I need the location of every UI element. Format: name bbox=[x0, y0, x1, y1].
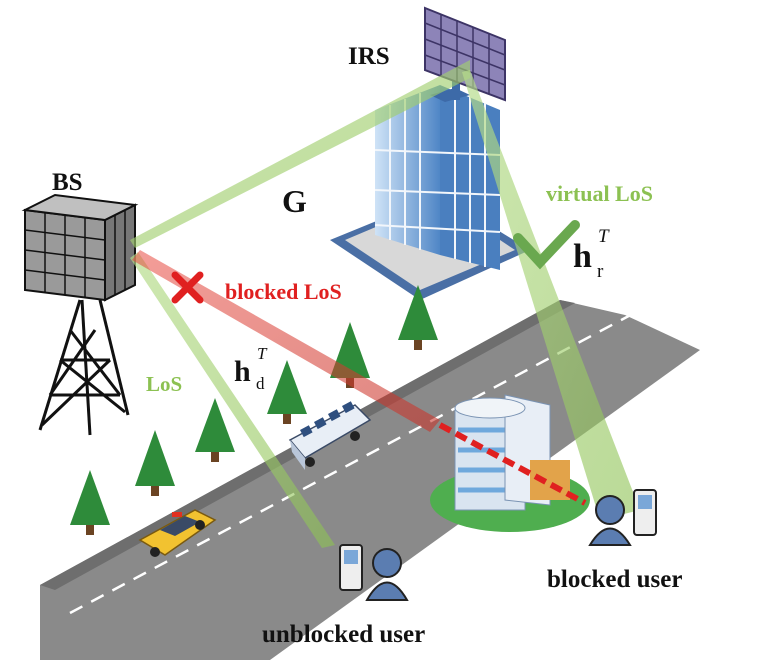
user-with-phone-icon bbox=[588, 489, 657, 546]
h-r-sup: T bbox=[598, 226, 609, 247]
unblocked-user-label: unblocked user bbox=[262, 621, 426, 648]
g-channel-label: G bbox=[282, 183, 307, 219]
h-r-base: h bbox=[573, 238, 592, 275]
h-d-sup: T bbox=[257, 344, 267, 363]
tree-icon bbox=[135, 430, 175, 496]
tree-icon bbox=[195, 398, 235, 462]
bus-icon bbox=[288, 401, 372, 470]
check-mark-icon bbox=[513, 220, 580, 270]
beam-g bbox=[130, 60, 470, 248]
blocked-los-label: blocked LoS bbox=[225, 279, 342, 304]
taxi-icon bbox=[138, 509, 217, 557]
tree-icon bbox=[70, 470, 110, 535]
beam-virtual-los bbox=[462, 70, 640, 520]
beam-blocked-los bbox=[132, 250, 587, 506]
base-station-tower-icon bbox=[21, 193, 139, 436]
user-with-phone-icon bbox=[339, 544, 409, 601]
h-d-label: h T d bbox=[234, 345, 266, 392]
tree-icon bbox=[267, 360, 307, 424]
h-d-base: h bbox=[234, 355, 251, 388]
blocked-user-label: blocked user bbox=[547, 566, 683, 593]
h-d-sub: d bbox=[256, 374, 265, 393]
irs-label: IRS bbox=[348, 43, 390, 70]
hospital-building-icon bbox=[430, 394, 590, 532]
h-r-sub: r bbox=[597, 261, 604, 282]
virtual-los-label: virtual LoS bbox=[546, 181, 653, 206]
los-label: LoS bbox=[146, 372, 183, 396]
beam-los bbox=[130, 252, 335, 548]
tree-icon bbox=[398, 285, 438, 350]
bs-label: BS bbox=[52, 169, 83, 196]
office-building-icon bbox=[330, 70, 530, 300]
blocked-cross-icon bbox=[171, 271, 204, 304]
h-r-label: h T r bbox=[573, 227, 609, 281]
